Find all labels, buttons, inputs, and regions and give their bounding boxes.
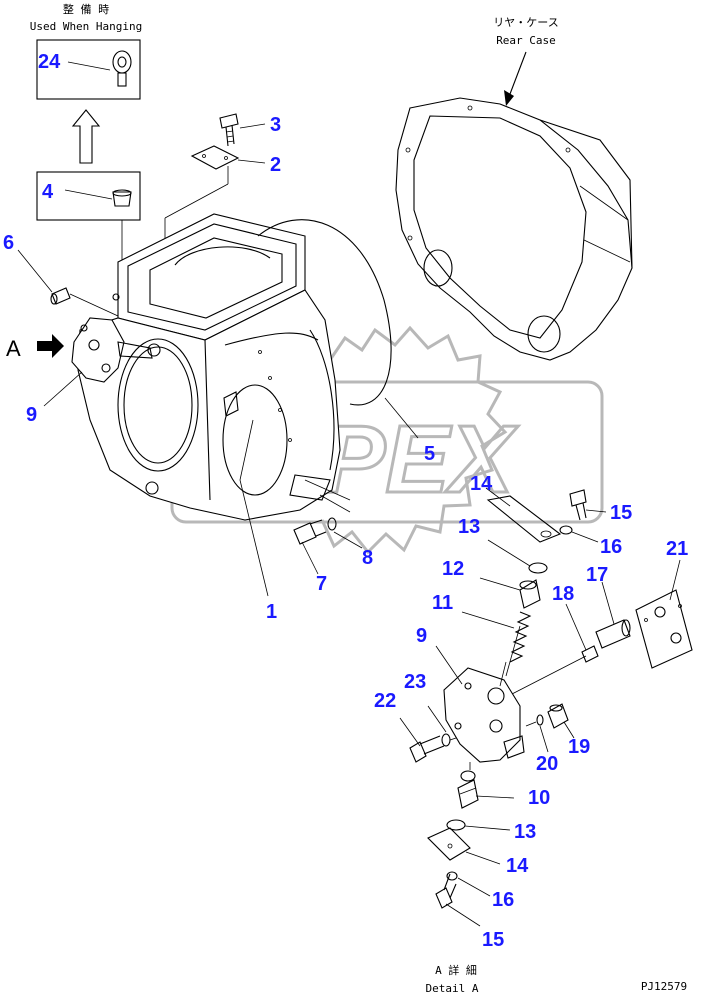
hanging-caption-en: Used When Hanging [30, 20, 143, 33]
callout-21: 21 [666, 538, 688, 560]
piston-10 [457, 770, 479, 809]
bolt-icon [219, 113, 239, 147]
callout-19: 19 [568, 736, 590, 758]
callout-17: 17 [586, 564, 608, 586]
plug-19 [547, 703, 569, 729]
bolt-15-lower [435, 873, 457, 909]
plug-icon [112, 189, 132, 207]
eyebolt-icon [112, 50, 132, 87]
sleeve-icon [50, 287, 71, 305]
rear-case [395, 97, 633, 361]
callout-16-lower: 16 [492, 889, 514, 911]
callout-3: 3 [270, 114, 281, 136]
valve-body-mounted [71, 317, 153, 383]
callout-15-lower: 15 [482, 929, 504, 951]
rear-case-arrow-icon [504, 90, 514, 106]
plate-21 [635, 589, 693, 669]
callout-15-upper: 15 [610, 502, 632, 524]
pin-18 [581, 645, 599, 663]
callout-4: 4 [42, 181, 54, 203]
bolt-22 [409, 735, 445, 763]
gasket-ring [257, 219, 392, 406]
drawing-id: PJ12579 [641, 980, 687, 993]
rear-case-caption-en: Rear Case [496, 34, 556, 47]
hanging-caption-jp: 整 備 時 [63, 2, 109, 16]
o-ring-13-lower [446, 819, 466, 831]
callout-11: 11 [432, 592, 453, 614]
callout-1: 1 [266, 601, 277, 623]
washer-16-lower [446, 871, 458, 881]
view-arrow-icon [37, 334, 64, 358]
plug-7 [293, 519, 327, 545]
callout-14-upper: 14 [470, 473, 493, 495]
callout-14-lower: 14 [506, 855, 529, 877]
plug-box [36, 171, 141, 221]
detail-caption-jp: A 詳 細 [435, 963, 477, 977]
flywheel-housing [77, 213, 341, 521]
callout-22: 22 [374, 690, 396, 712]
spool-17 [595, 619, 631, 649]
spring-11 [509, 611, 532, 663]
up-arrow-icon [71, 109, 101, 164]
view-letter: A [6, 336, 21, 361]
detail-caption-en: Detail A [426, 982, 479, 995]
cover-14-upper [486, 495, 562, 543]
callout-24: 24 [38, 51, 61, 73]
callout-8: 8 [362, 547, 373, 569]
o-ring-8 [327, 517, 337, 531]
rear-case-caption-jp: リヤ・ケース [493, 16, 558, 29]
callout-2: 2 [270, 154, 281, 176]
callout-5: 5 [424, 443, 435, 465]
callout-18: 18 [552, 583, 574, 605]
callout-13-lower: 13 [514, 821, 536, 843]
plunger-12 [519, 579, 541, 609]
callout-10: 10 [528, 787, 550, 809]
hanging-box [36, 39, 141, 100]
callout-6: 6 [3, 232, 14, 254]
bolt-15-upper [569, 489, 587, 521]
callout-12: 12 [442, 558, 464, 580]
washer-23 [441, 733, 451, 747]
callout-9-detail: 9 [416, 625, 427, 647]
callout-23: 23 [404, 671, 426, 693]
callout-7: 7 [316, 573, 327, 595]
washer-16-upper [559, 525, 573, 535]
callout-9-housing: 9 [26, 404, 37, 426]
valve-body-detail [443, 661, 525, 763]
o-ring-13-upper [528, 562, 548, 574]
callout-13-upper: 13 [458, 516, 480, 538]
callout-20: 20 [536, 753, 558, 775]
callout-16-upper: 16 [600, 536, 622, 558]
cover-plate [190, 145, 240, 170]
o-ring-20 [536, 714, 544, 726]
cover-14-lower [427, 827, 471, 861]
